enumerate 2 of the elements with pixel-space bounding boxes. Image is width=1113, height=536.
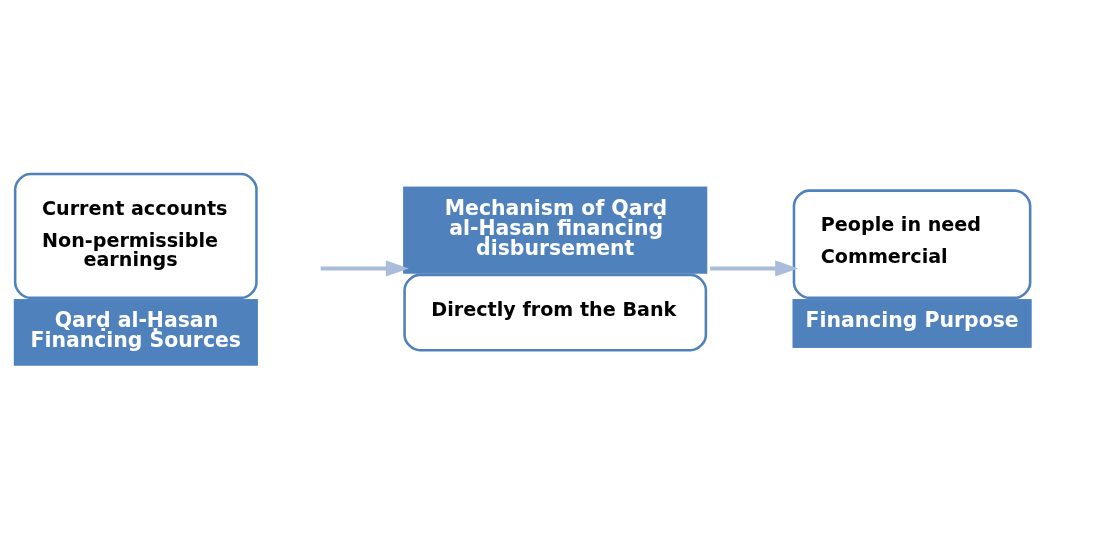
arrow xyxy=(320,259,409,277)
arrow xyxy=(710,259,799,277)
